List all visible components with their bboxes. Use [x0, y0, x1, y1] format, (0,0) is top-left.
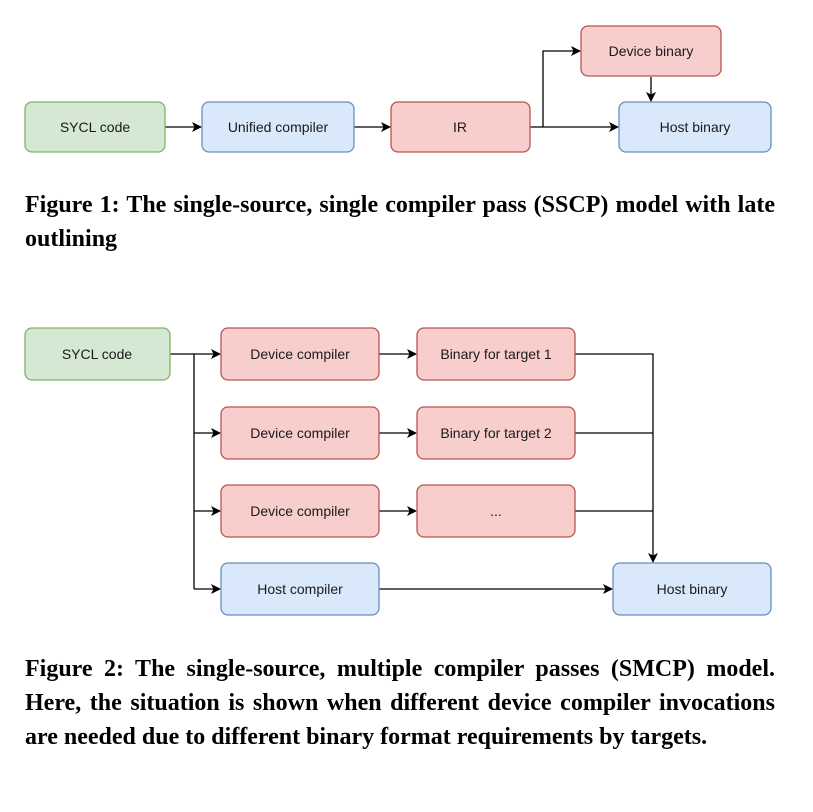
- node-label: Device compiler: [250, 503, 350, 519]
- node-label: SYCL code: [62, 346, 133, 362]
- node-binary-target-1: Binary for target 1: [416, 327, 576, 381]
- node-binary-ellipsis: ...: [416, 484, 576, 538]
- node-label: Device binary: [609, 43, 694, 59]
- figure-2-caption: Figure 2: The single-source, multiple co…: [25, 656, 775, 750]
- node-label: Host compiler: [257, 581, 343, 597]
- node-label: Binary for target 1: [440, 346, 551, 362]
- node-label: Unified compiler: [228, 119, 329, 135]
- node-device-compiler-1: Device compiler: [220, 327, 380, 381]
- node-ir: IR: [390, 101, 531, 153]
- node-label: IR: [453, 119, 467, 135]
- figure-1: SYCL code Unified compiler IR Device bin…: [24, 25, 772, 153]
- node-label: SYCL code: [60, 119, 131, 135]
- node-label: Device compiler: [250, 425, 350, 441]
- node-host-compiler: Host compiler: [220, 562, 380, 616]
- figure-2: SYCL code Device compiler Device compile…: [24, 327, 772, 616]
- edge-ir-to-device-binary: [542, 46, 581, 127]
- node-device-binary: Device binary: [580, 25, 722, 77]
- node-device-compiler-2: Device compiler: [220, 406, 380, 460]
- node-binary-target-2: Binary for target 2: [416, 406, 576, 460]
- node-label: Binary for target 2: [440, 425, 551, 441]
- node-sycl-code: SYCL code: [24, 327, 171, 381]
- node-label: Host binary: [660, 119, 731, 135]
- node-host-binary: Host binary: [618, 101, 772, 153]
- node-host-binary: Host binary: [612, 562, 772, 616]
- node-unified-compiler: Unified compiler: [201, 101, 355, 153]
- figure-1-caption: Figure 1: The single-source, single comp…: [25, 192, 775, 252]
- node-device-compiler-3: Device compiler: [220, 484, 380, 538]
- node-label: ...: [490, 503, 502, 519]
- edge-binary-1-to-host-binary: [575, 353, 658, 563]
- node-sycl-code: SYCL code: [24, 101, 166, 153]
- node-label: Host binary: [657, 581, 728, 597]
- node-label: Device compiler: [250, 346, 350, 362]
